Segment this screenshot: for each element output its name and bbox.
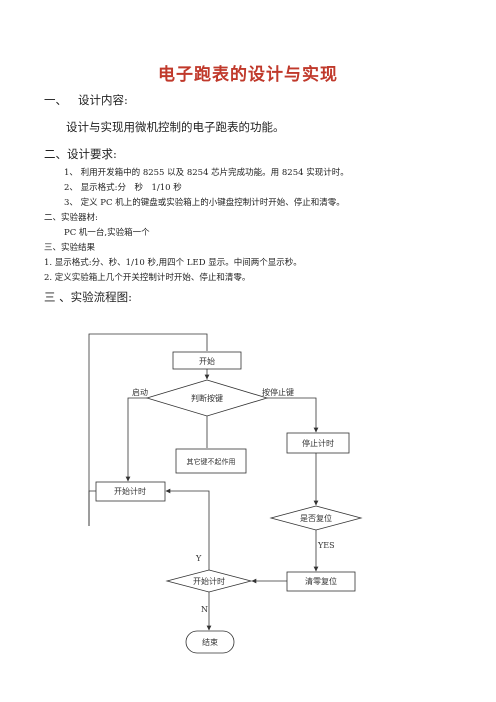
section-3-item: 1. 显示格式:分、秒、1/10 秒,用四个 LED 显示。中间两个显示秒。 [44, 258, 302, 268]
section-2-title: 二、设计要求: [44, 147, 117, 161]
flow-stop-label: 按停止键 [262, 387, 294, 397]
flow-start-text: 开始 [199, 356, 215, 366]
flow-reset-text: 是否复位 [300, 513, 332, 523]
flow-clear-box [286, 571, 356, 592]
flow-end-text: 结束 [202, 637, 218, 647]
flow-arrow [125, 397, 147, 482]
section-1-title: 设计内容: [78, 93, 128, 107]
flow-yes-label: YES [317, 541, 335, 550]
flow-clear-text: 清零复位 [305, 576, 337, 586]
section-2-item: 2、 显示格式:分 秒 1/10 秒 [64, 183, 182, 193]
flow-begin-timer2-text: 开始计时 [193, 576, 225, 586]
section-1-body: 设计与实现用微机控制的电子跑表的功能。 [66, 120, 285, 134]
section-equipment-body: PC 机一台,实验箱一个 [64, 228, 150, 238]
flow-stop-timer-box [286, 432, 350, 454]
section-3-item: 2. 定义实验箱上几个开关控制计时开始、停止和清零。 [44, 273, 251, 283]
document-title: 电子跑表的设计与实现 [158, 65, 338, 85]
flow-n-label: N [201, 605, 208, 614]
flow-judge-text: 判断按键 [191, 393, 223, 403]
flow-arrow [165, 488, 210, 570]
flow-stop-timer-text: 停止计时 [302, 438, 334, 448]
section-2-item: 3、 定义 PC 机上的键盘或实验箱上的小键盘控制计时开始、停止和清零。 [64, 198, 345, 208]
flow-other-keys-box [175, 448, 247, 474]
flow-arrow [267, 397, 319, 433]
flow-begin-timer-box [95, 481, 166, 502]
section-1-number: 一、 [44, 93, 67, 107]
flow-line [88, 333, 208, 526]
flow-line [88, 490, 96, 526]
flow-end-terminator [185, 630, 235, 654]
flow-begin-timer-text: 开始计时 [114, 486, 146, 496]
flow-y-label: Y [195, 554, 202, 563]
section-4-title: 三 、实验流程图: [44, 290, 133, 304]
section-3-title: 三、实验结果 [44, 243, 96, 253]
flow-start-label: 启动 [132, 387, 148, 397]
section-2-item: 1、 利用开发箱中的 8255 以及 8254 芯片完成功能。用 8254 实现… [64, 168, 349, 178]
flow-other-keys-text: 其它键不起作用 [187, 457, 236, 466]
section-equipment-title: 二、实验器材: [44, 213, 98, 223]
